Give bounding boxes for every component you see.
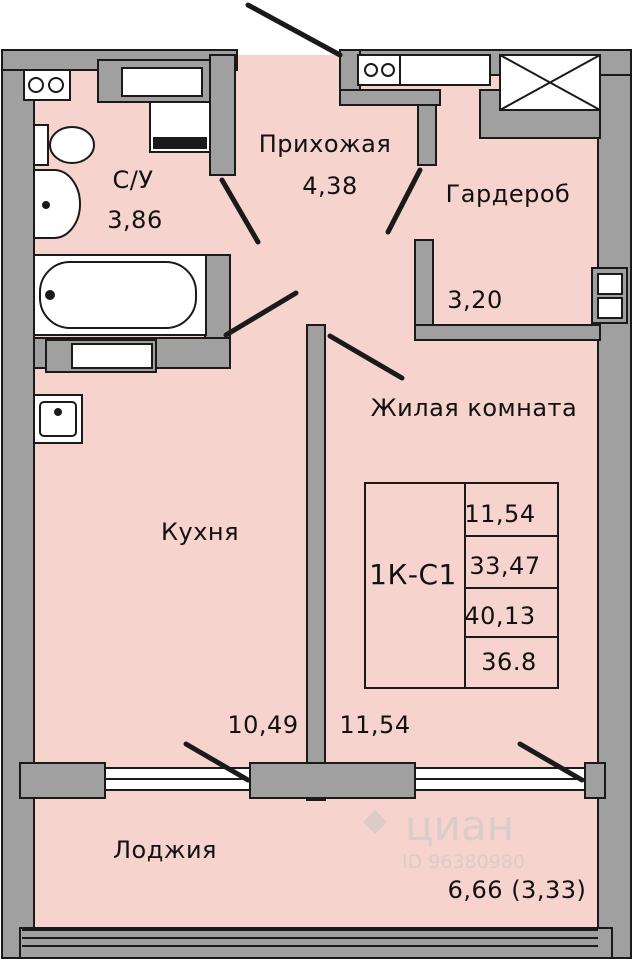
loggia-parapet <box>22 929 598 947</box>
wardrobe-name: Гардероб <box>446 180 571 208</box>
bathroom-name: С/У <box>113 166 154 194</box>
kitchen-fixtures <box>33 339 157 444</box>
summary-living-area: 11,54 <box>464 500 535 528</box>
wardrobe-area: 3,20 <box>447 286 502 314</box>
watermark-id: ID 96380980 <box>402 851 525 873</box>
bathroom-fixtures <box>23 59 211 336</box>
flat-type-code: 1К-С1 <box>369 558 457 591</box>
windows <box>104 767 586 791</box>
watermark-logo-icon <box>363 810 387 834</box>
summary-total-area-a: 33,47 <box>469 552 540 580</box>
kitchen-area: 10,49 <box>227 711 298 739</box>
loggia-name: Лоджия <box>113 836 217 864</box>
kitchen-name: Кухня <box>161 518 239 546</box>
summary-total-area-c: 36.8 <box>481 648 536 676</box>
loggia-area: 6,66 (3,33) <box>448 876 587 904</box>
wardrobe-fixtures <box>357 54 628 324</box>
watermark: циан ID 96380980 <box>363 801 525 873</box>
hallway-name: Прихожая <box>259 130 392 158</box>
hallway-area: 4,38 <box>302 172 357 200</box>
living-area: 11,54 <box>339 711 410 739</box>
living-name: Жилая комната <box>371 394 577 422</box>
summary-table <box>364 482 559 689</box>
bathroom-area: 3,86 <box>107 206 162 234</box>
door-leaves <box>183 2 585 783</box>
summary-total-area-b: 40,13 <box>464 602 535 630</box>
watermark-brand: циан <box>405 801 514 850</box>
